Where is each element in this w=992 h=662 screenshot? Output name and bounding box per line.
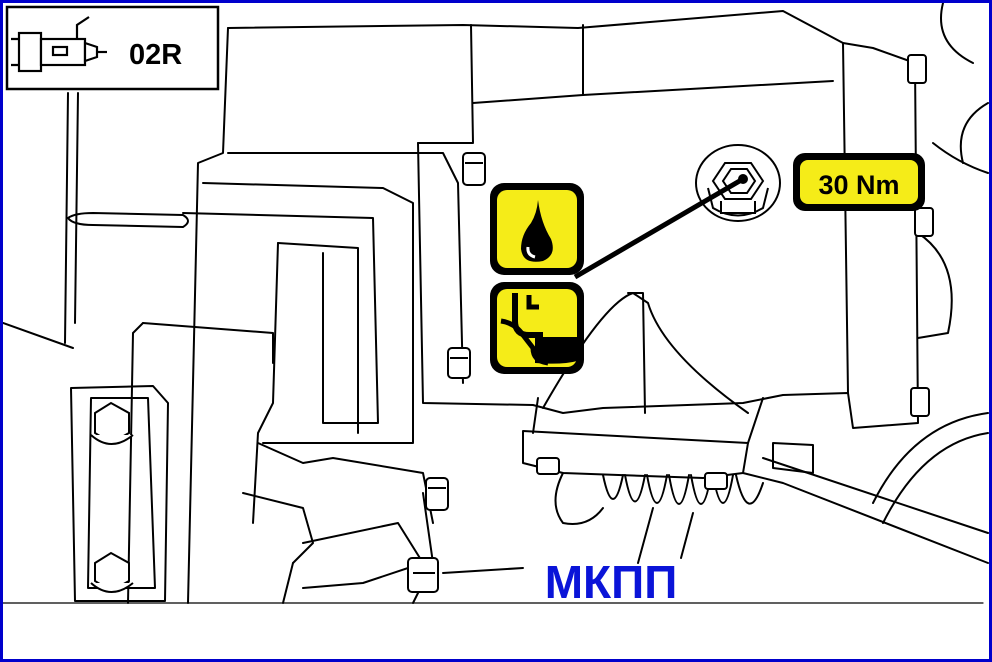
bolt-lower-flange <box>425 477 449 511</box>
gearbox-icon <box>11 16 107 73</box>
bolt-mid-flange <box>447 347 471 379</box>
bolt-linkage-right <box>704 472 728 490</box>
oil-drop-icon <box>521 200 553 262</box>
torque-badge: 30 Nm <box>793 153 925 211</box>
bolt-bracket-top <box>90 401 134 445</box>
header-code: 02R <box>129 39 182 71</box>
bolt-bottom-flange <box>407 557 439 593</box>
torque-label: 30 Nm <box>818 170 899 200</box>
oil-level-icon <box>500 293 577 366</box>
bolt-upper-flange <box>462 152 486 186</box>
bolt-right-low <box>910 387 930 417</box>
bolt-right-mid <box>914 207 934 237</box>
bolt-right-top <box>907 54 927 84</box>
oil-level-badge <box>490 282 584 374</box>
leader-line <box>573 176 745 280</box>
bolt-linkage-left <box>536 457 560 475</box>
transmission-caption: МКПП <box>545 556 678 608</box>
oil-drop-badge <box>490 183 584 275</box>
gearbox-drawing: 02R 30 Nm МКПП <box>3 3 989 608</box>
bolt-bracket-bottom <box>90 551 134 593</box>
header-box: 02R <box>5 5 220 91</box>
